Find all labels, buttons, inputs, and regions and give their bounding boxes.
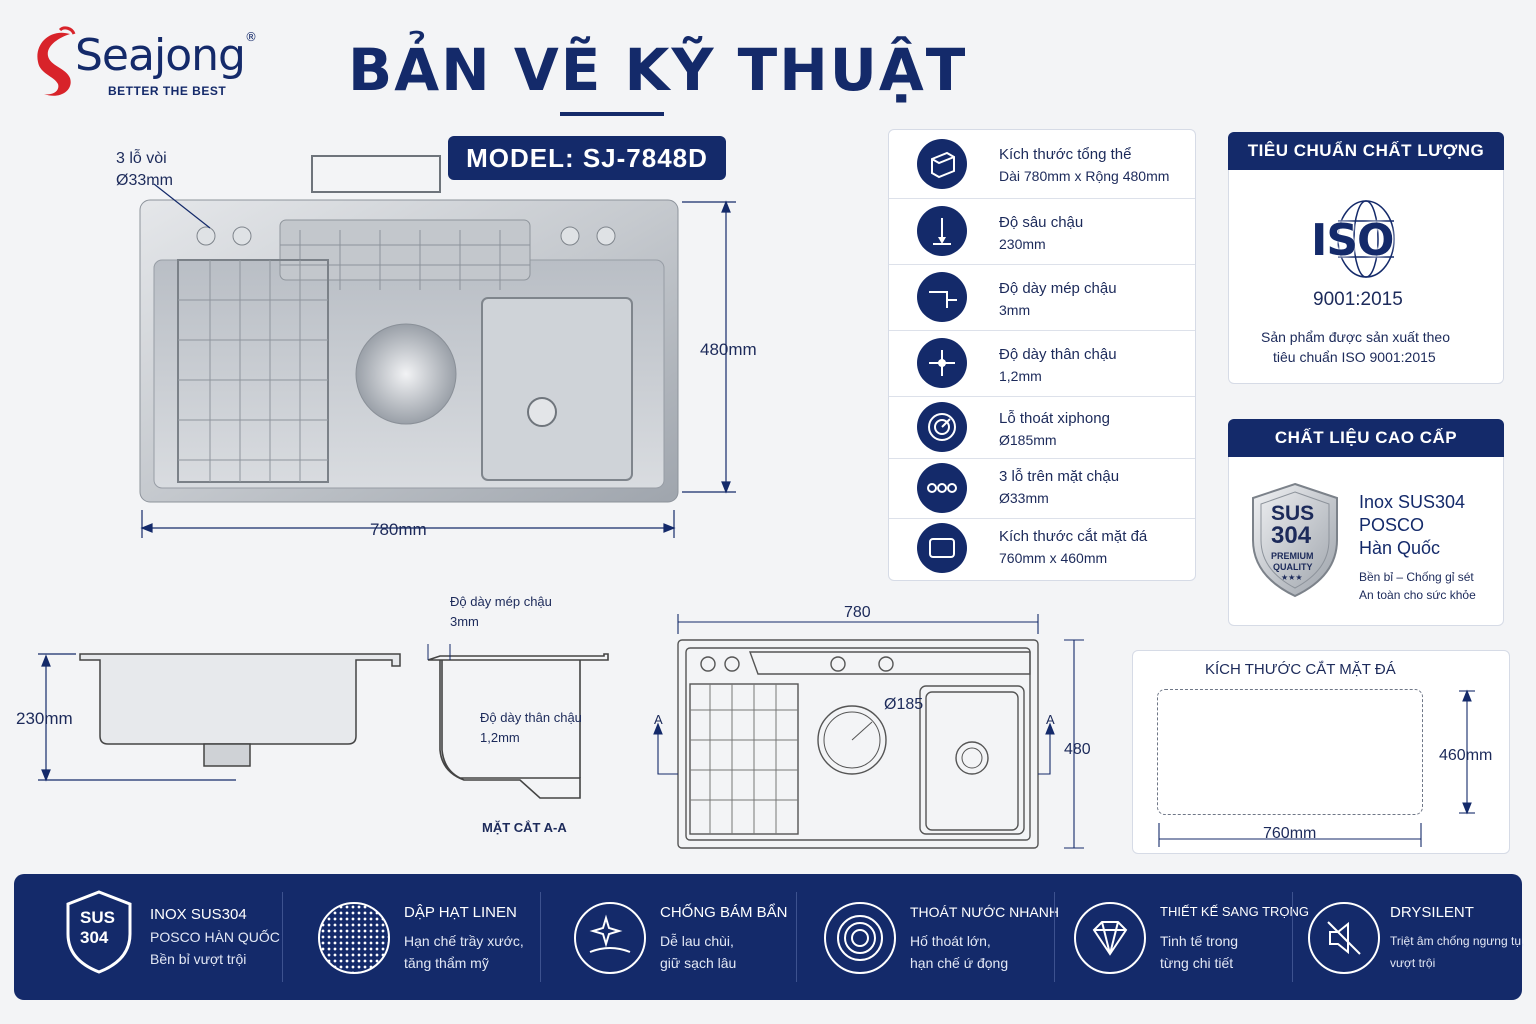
width-dim-label: 780mm	[370, 520, 427, 539]
faucet-hole	[196, 226, 216, 246]
badge-stars: ★★★	[1281, 573, 1303, 582]
faucet-hole	[232, 226, 252, 246]
height-dim-label: 480mm	[700, 340, 757, 359]
sink-top-view	[139, 155, 736, 538]
cutout-height: 460mm	[1439, 747, 1493, 764]
linen-texture-icon	[318, 902, 390, 974]
three-holes-icon	[917, 463, 967, 513]
feature-divider	[540, 892, 541, 982]
iso-mark: ISO	[1311, 215, 1394, 266]
drain-icon	[917, 402, 967, 452]
quality-desc-2: tiêu chuẩn ISO 9001:2015	[1273, 349, 1436, 365]
drain-disc	[355, 323, 457, 425]
drain-swirl-icon	[824, 902, 896, 974]
section-mark-right: A	[1046, 712, 1055, 727]
body-thickness-label: Độ dày thân chậu	[480, 710, 582, 725]
rim-thickness-value: 3mm	[450, 614, 479, 629]
iso-code: 9001:2015	[1313, 289, 1403, 310]
spec-row: Kích thước tổng thể Dài 780mm x Rộng 480…	[889, 130, 1195, 199]
basin-drain	[527, 397, 557, 427]
spec-row: 3 lỗ trên mặt chậu Ø33mm	[889, 458, 1195, 519]
spec-row: Độ sâu chậu 230mm	[889, 198, 1195, 265]
section-caption: MẶT CẮT A-A	[482, 820, 567, 835]
cutout-dim-lines	[1158, 689, 1475, 847]
material-title: CHẤT LIỆU CAO CẤP	[1228, 419, 1504, 457]
diamond-icon	[1074, 902, 1146, 974]
spec-row: Độ dày mép chậu 3mm	[889, 264, 1195, 331]
badge-304: 304	[1271, 522, 1312, 549]
sus304-badge-icon	[1252, 482, 1338, 598]
spec-row: Kích thước cắt mặt đá 760mm x 460mm	[889, 518, 1195, 578]
title-underline	[560, 112, 664, 116]
faucet-holes-dim: Ø33mm	[116, 172, 173, 189]
spec-row: Độ dày thân chậu 1,2mm	[889, 330, 1195, 397]
rim-thickness-label: Độ dày mép chậu	[450, 594, 552, 609]
feature-divider	[282, 892, 283, 982]
material-desc-2: An toàn cho sức khỏe	[1359, 588, 1476, 602]
feature-item: THOÁT NƯỚC NHANH Hố thoát lớn,hạn chế ứ …	[824, 874, 1059, 1000]
feature-divider	[1054, 892, 1055, 982]
plan-drain-label: Ø185	[884, 696, 924, 713]
spec-row: Lỗ thoát xiphong Ø185mm	[889, 396, 1195, 459]
cutout-title: KÍCH THƯỚC CẮT MẶT ĐÁ	[1205, 661, 1396, 678]
feature-divider	[796, 892, 797, 982]
cutout-card: KÍCH THƯỚC CẮT MẶT ĐÁ 460mm 760mm	[1132, 650, 1510, 854]
feature-item: CHỐNG BÁM BẨN Dễ lau chùi,giữ sạch lâu	[574, 874, 794, 1000]
feature-divider	[1292, 892, 1293, 982]
cutout-icon	[917, 523, 967, 573]
page-title: BẢN VẼ KỸ THUẬT	[348, 36, 968, 104]
spec-panel: Kích thước tổng thể Dài 780mm x Rộng 480…	[888, 129, 1196, 581]
brand-tagline: BETTER THE BEST	[108, 84, 227, 98]
model-badge: MODEL: SJ-7848D	[448, 136, 726, 180]
depth-icon	[917, 206, 967, 256]
badge-premium: PREMIUM	[1271, 551, 1314, 561]
section-view	[427, 644, 609, 799]
quality-card: TIÊU CHUẨN CHẤT LƯỢNG ISO 9001:2015 Sản …	[1228, 132, 1504, 384]
plan-width-label: 780	[844, 604, 871, 621]
faucet-hole	[560, 226, 580, 246]
cutout-rect	[1157, 689, 1423, 815]
globe-icon	[1337, 200, 1395, 278]
material-card: CHẤT LIỆU CAO CẤP SUS 304 PREMIUM QUALIT…	[1228, 419, 1504, 626]
dimension-icon	[917, 139, 967, 189]
body-thickness-icon	[917, 338, 967, 388]
brand-logo-icon	[37, 26, 76, 96]
cutout-width: 760mm	[1263, 825, 1317, 842]
feature-item: DRYSILENT Triệt âm chống ngưng tụ,vượt t…	[1308, 874, 1524, 1000]
plan-height-label: 480	[1064, 741, 1091, 758]
sparkle-clean-icon	[574, 902, 646, 974]
quality-desc-1: Sản phẩm được sản xuất theo	[1261, 329, 1450, 345]
faucet-hole	[596, 226, 616, 246]
section-mark-left: A	[654, 712, 663, 727]
material-desc-1: Bền bỉ – Chống gỉ sét	[1359, 570, 1474, 584]
drain-circle-plan	[817, 705, 887, 775]
sus304-shield-icon	[66, 890, 132, 974]
badge-quality: QUALITY	[1273, 562, 1313, 572]
depth-dim-label: 230mm	[16, 709, 73, 728]
faucet-holes-label: 3 lỗ vòi	[116, 150, 167, 167]
rim-thickness-icon	[917, 272, 967, 322]
material-name-1: Inox SUS304	[1359, 492, 1466, 512]
quality-title: TIÊU CHUẨN CHẤT LƯỢNG	[1228, 132, 1504, 170]
material-name-3: Hàn Quốc	[1359, 538, 1441, 558]
brand-name: Seajong®	[75, 30, 257, 81]
feature-item: DẬP HẠT LINEN Hạn chế trầy xước,tăng thẩ…	[318, 874, 538, 1000]
mute-icon	[1308, 902, 1380, 974]
body-thickness-value: 1,2mm	[480, 730, 520, 745]
sink-plan-view	[653, 614, 1084, 849]
material-name-2: POSCO	[1359, 515, 1425, 535]
badge-sus: SUS	[1271, 502, 1315, 525]
sink-side-view	[38, 653, 401, 782]
